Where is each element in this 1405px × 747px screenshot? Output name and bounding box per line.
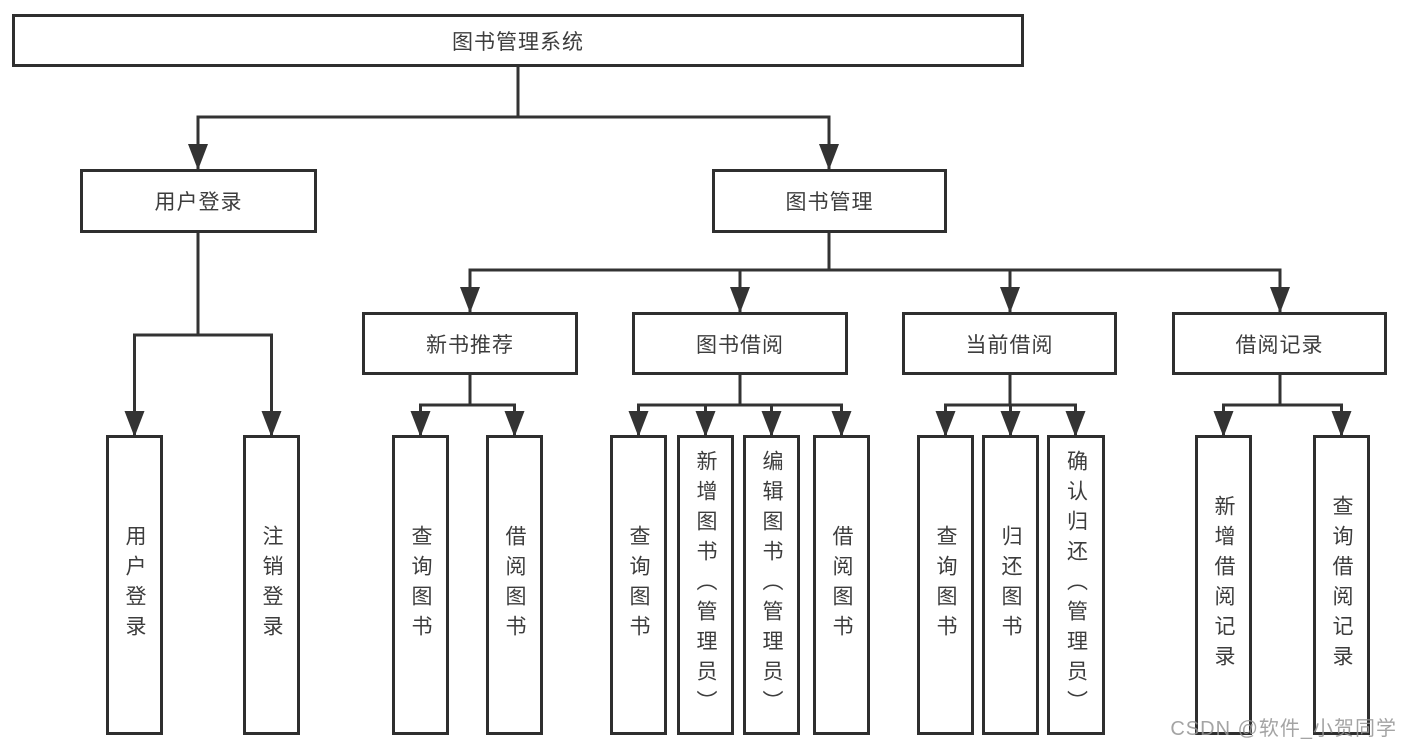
node-label: 归还图书: [999, 525, 1022, 645]
node-label: 图书管理系统: [452, 30, 584, 54]
node-logout-leaf: 注销登录: [243, 435, 300, 735]
node-book-management-group: 图书管理: [712, 169, 947, 233]
node-add-books-admin: 新增图书（管理员）: [677, 435, 734, 735]
node-return-books: 归还图书: [982, 435, 1039, 735]
node-label: 注销登录: [260, 525, 283, 645]
node-label: 新增借阅记录: [1212, 495, 1235, 675]
node-confirm-return-admin: 确认归还（管理员）: [1047, 435, 1105, 735]
node-label: 确认归还（管理员）: [1064, 450, 1088, 720]
node-query-books-recommend: 查询图书: [392, 435, 449, 735]
node-label: 用户登录: [154, 191, 243, 214]
node-label: 借阅图书: [830, 525, 853, 645]
node-library-system-root: 图书管理系统: [12, 14, 1024, 67]
node-new-book-recommend: 新书推荐: [362, 312, 578, 375]
node-borrow-books-recommend: 借阅图书: [486, 435, 543, 735]
node-label: 查询图书: [934, 525, 957, 645]
node-book-borrowing: 图书借阅: [632, 312, 848, 375]
node-label: 用户登录: [123, 525, 146, 645]
node-query-books-current: 查询图书: [917, 435, 974, 735]
node-edit-books-admin: 编辑图书（管理员）: [743, 435, 800, 735]
node-add-borrow-record: 新增借阅记录: [1195, 435, 1252, 735]
node-current-borrowing: 当前借阅: [902, 312, 1117, 375]
node-borrow-books-leaf: 借阅图书: [813, 435, 870, 735]
node-label: 查询图书: [627, 525, 650, 645]
node-label: 查询借阅记录: [1330, 495, 1353, 675]
node-label: 当前借阅: [965, 333, 1054, 357]
csdn-watermark: CSDN @软件_小贺同学: [1170, 718, 1397, 740]
node-label: 图书管理: [785, 191, 874, 214]
node-query-borrow-record: 查询借阅记录: [1313, 435, 1370, 735]
node-label: 借阅图书: [503, 525, 526, 645]
node-label: 新增图书（管理员）: [694, 450, 717, 720]
node-borrow-records: 借阅记录: [1172, 312, 1387, 375]
node-label: 编辑图书（管理员）: [760, 450, 783, 720]
node-label: 图书借阅: [696, 333, 784, 357]
node-query-books-borrowing: 查询图书: [610, 435, 667, 735]
node-user-login-leaf: 用户登录: [106, 435, 163, 735]
node-label: 借阅记录: [1235, 333, 1324, 357]
node-user-login-group: 用户登录: [80, 169, 317, 233]
node-label: 查询图书: [409, 525, 432, 645]
node-label: 新书推荐: [426, 333, 514, 357]
